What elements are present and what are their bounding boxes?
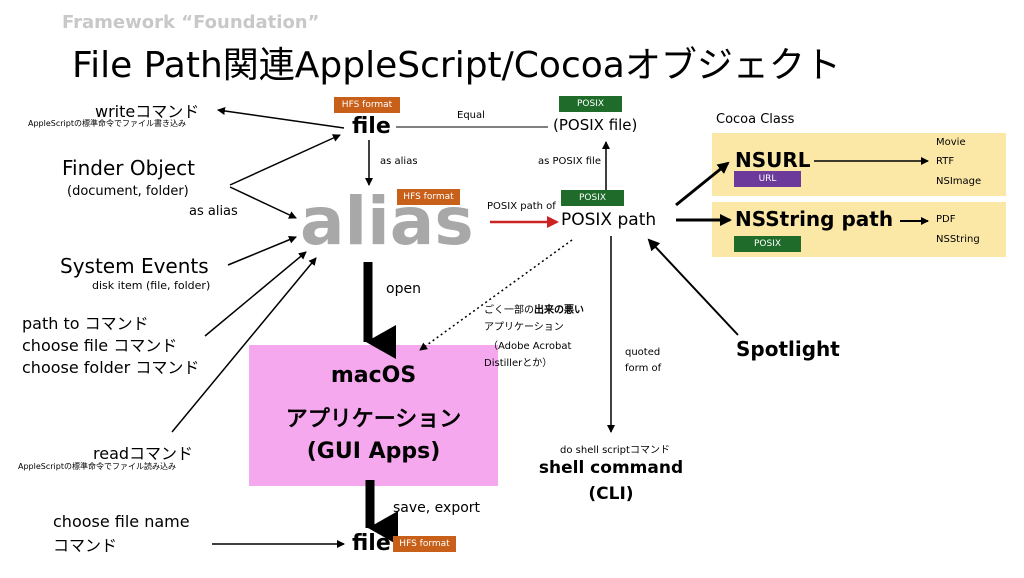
system-events-sub: disk item (file, folder)	[92, 279, 211, 292]
spotlight-node: Spotlight	[736, 337, 840, 361]
file-bottom-node: file	[352, 531, 391, 556]
note-line-3: （Adobe Acrobat	[488, 341, 572, 352]
choose-file-command: choose file コマンド	[22, 336, 178, 355]
choose-file-name-command-2: コマンド	[53, 536, 118, 555]
arrow-read-to-alias	[171, 257, 317, 433]
write-description: AppleScriptの標準命令でファイル書き込み	[28, 119, 186, 128]
cocoa-class-heading: Cocoa Class	[716, 112, 795, 127]
system-events: System Events	[60, 254, 209, 278]
edge-as-posix-file: as POSIX file	[538, 156, 601, 167]
note-line-1-pre: ごく一部の	[484, 305, 534, 316]
note-line-1: ごく一部の出来の悪い	[484, 301, 584, 316]
arrow-posix-path-to-gui	[419, 239, 573, 351]
file-top-hfs-badge: HFS format	[334, 97, 400, 113]
nsurl-node: NSURL	[735, 148, 811, 172]
edge-do-shell-script: do shell scriptコマンド	[560, 445, 670, 456]
edge-equal: Equal	[457, 110, 485, 121]
file-top-node: file	[352, 114, 391, 139]
path-to-command: path to コマンド	[22, 314, 149, 333]
nsstring-posix-badge: POSIX	[734, 236, 801, 252]
posix-path-badge: POSIX	[561, 190, 624, 206]
arrow-choose-to-alias	[204, 251, 307, 337]
edge-save-export: save, export	[393, 500, 481, 516]
edge-form-of: form of	[625, 363, 662, 374]
edge-as-alias: as alias	[380, 156, 418, 167]
choose-folder-command: choose folder コマンド	[22, 358, 200, 377]
arrow-system-events-to-alias	[227, 235, 297, 266]
edge-open: open	[386, 281, 421, 297]
edge-quoted: quoted	[625, 347, 661, 358]
arrow-finder-to-file	[229, 134, 341, 186]
shell-command-node: shell command	[538, 458, 684, 478]
gui-apps-line-1: macOS	[330, 363, 417, 388]
posix-file-badge: POSIX	[559, 96, 622, 112]
posix-file-node: (POSIX file)	[553, 116, 638, 134]
read-description: AppleScriptの標準命令でファイル読み込み	[18, 462, 176, 471]
nsstring-output-nsstring: NSString	[936, 234, 980, 245]
arrow-spotlight-to-posix-path	[647, 238, 739, 336]
gui-apps-line-2: アプリケーション	[285, 407, 462, 432]
page-title: File Path関連AppleScript/Cocoaオブジェクト	[72, 45, 841, 86]
posix-path-node: POSIX path	[561, 210, 657, 230]
arrow-file-to-write	[217, 107, 345, 129]
arrow-posix-path-to-nsurl	[675, 161, 730, 207]
note-line-2: アプリケーション	[484, 322, 564, 333]
note-line-4: Distillerとか）	[484, 358, 553, 369]
nsurl-url-badge: URL	[734, 171, 801, 187]
finder-object-sub: (document, folder)	[67, 184, 189, 199]
read-command: readコマンド	[93, 444, 194, 463]
nsurl-output-movie: Movie	[936, 137, 966, 148]
finder-as-alias: as alias	[189, 204, 238, 219]
nsurl-output-nsimage: NSImage	[936, 176, 982, 187]
finder-object: Finder Object	[62, 156, 195, 180]
edge-posix-path-of: POSIX path of	[487, 201, 556, 212]
nsstring-output-pdf: PDF	[936, 214, 956, 225]
arrow-finder-to-alias	[229, 186, 297, 219]
choose-file-name-command: choose file name	[53, 512, 190, 531]
nsurl-output-rtf: RTF	[936, 156, 955, 167]
gui-apps-line-3: (GUI Apps)	[306, 439, 441, 464]
shell-command-cli: (CLI)	[588, 484, 634, 504]
nsstring-path-node: NSString path	[735, 207, 894, 231]
gui-apps-box	[249, 345, 498, 486]
note-line-1-bold: 出来の悪い	[534, 305, 584, 316]
page-subtitle: Framework “Foundation”	[62, 12, 320, 33]
alias-hfs-badge: HFS format	[397, 189, 460, 205]
file-bottom-hfs-badge: HFS format	[393, 536, 456, 552]
write-command: writeコマンド	[95, 102, 200, 121]
